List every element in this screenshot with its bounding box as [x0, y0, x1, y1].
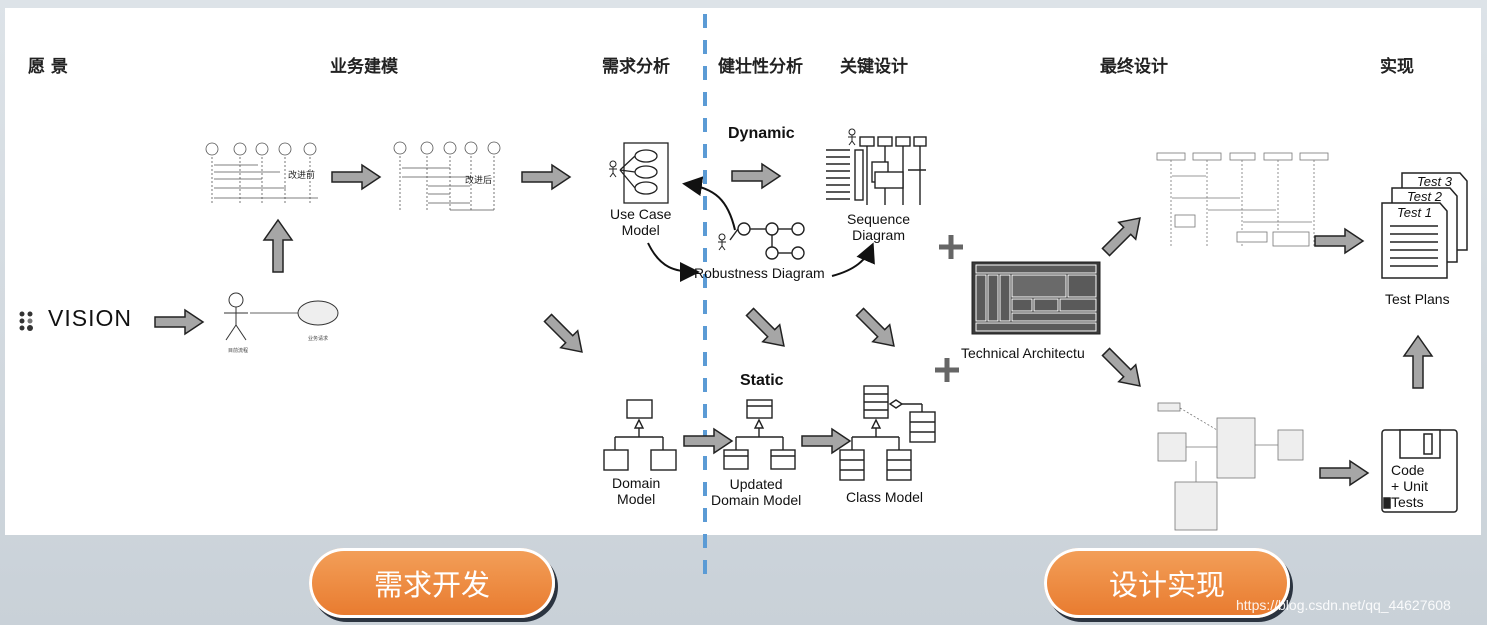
sequence-diagram-icon	[826, 136, 927, 205]
static-label: Static	[740, 372, 784, 389]
watermark: https://blog.csdn.net/qq_44627608	[1236, 597, 1451, 613]
dynamic-label: Dynamic	[728, 125, 795, 142]
test-plans-label: Test Plans	[1385, 291, 1450, 307]
arrow-tech-to-sequence-final	[1101, 217, 1141, 257]
domain-model-label: Domain Model	[612, 475, 661, 507]
arrow-up-to-business-model	[262, 218, 294, 273]
arrow-diag-requirements-to-domain	[543, 313, 583, 353]
class-model-icon	[839, 385, 936, 481]
robustness-diagram-icon	[729, 222, 805, 260]
robustness-diagram-label: Robustness Diagram	[694, 265, 825, 281]
arrow-usecase-to-robustness	[647, 242, 700, 282]
plus-icon-bottom	[935, 358, 959, 382]
updated-domain-model-icon	[723, 399, 796, 470]
business-sequence-before	[205, 142, 318, 205]
class-model-label: Class Model	[846, 489, 924, 505]
vision-logo-text: VISION	[48, 305, 132, 331]
test-2-label: Test 2	[1407, 189, 1442, 204]
header-vision: 愿 景	[28, 57, 68, 77]
header-business-modeling: 业务建模	[330, 57, 398, 77]
arrow-diag-sequence-to-class	[855, 307, 895, 347]
arrow-vision-to-actor	[154, 309, 204, 335]
test-3-label: Test 3	[1417, 174, 1452, 189]
header-key-design: 关键设计	[840, 57, 908, 77]
plus-icon-top	[939, 235, 963, 259]
technical-architecture-label: Technical Architectu	[961, 345, 1085, 361]
business-sequence-after	[393, 141, 501, 211]
header-robustness-analysis: 健壮性分析	[718, 57, 803, 77]
code-disk-icon	[1381, 429, 1458, 513]
arrow-robustness-to-sequence	[831, 242, 875, 277]
arrow-robustness-to-usecase	[682, 176, 736, 231]
requirements-development-button[interactable]: 需求开发	[309, 548, 555, 618]
after-label: 改进后	[465, 174, 492, 186]
test-1-label: Test 1	[1397, 205, 1432, 220]
updated-domain-model-label: Updated Domain Model	[711, 476, 802, 508]
arrow-final-to-testplans	[1314, 228, 1364, 254]
test-plans-icon	[1381, 172, 1468, 279]
arrow-business-to-usecase	[521, 164, 571, 190]
vision-actor-sketch	[224, 292, 339, 341]
arrow-tech-to-class-final	[1101, 347, 1141, 387]
arrow-class-final-to-code	[1319, 460, 1369, 486]
before-label: 改进前	[288, 169, 315, 181]
technical-architecture-icon	[971, 261, 1101, 335]
use-case-model-label: Use Case Model	[610, 206, 672, 238]
actor-caption: 目前流程	[228, 347, 248, 354]
final-sequence-diagram	[1156, 152, 1329, 248]
header-requirements-analysis: 需求分析	[602, 57, 670, 77]
code-unit-tests-label: Code + Unit Tests	[1391, 462, 1428, 510]
arrow-dynamic	[731, 163, 781, 189]
header-implementation: 实现	[1380, 57, 1414, 77]
use-case-model-icon	[619, 142, 669, 204]
final-class-diagram	[1157, 402, 1304, 531]
design-implementation-button[interactable]: 设计实现	[1044, 548, 1290, 618]
arrow-diag-robustness-to-static	[745, 307, 785, 347]
usecase-caption: 业务请求	[308, 335, 328, 342]
vision-logo-icon	[19, 311, 33, 331]
arrow-business-before-to-after	[331, 164, 381, 190]
arrow-code-to-testplans	[1402, 334, 1434, 389]
domain-model-icon	[603, 399, 677, 471]
header-final-design: 最终设计	[1100, 57, 1168, 77]
sequence-diagram-label: Sequence Diagram	[847, 211, 911, 243]
